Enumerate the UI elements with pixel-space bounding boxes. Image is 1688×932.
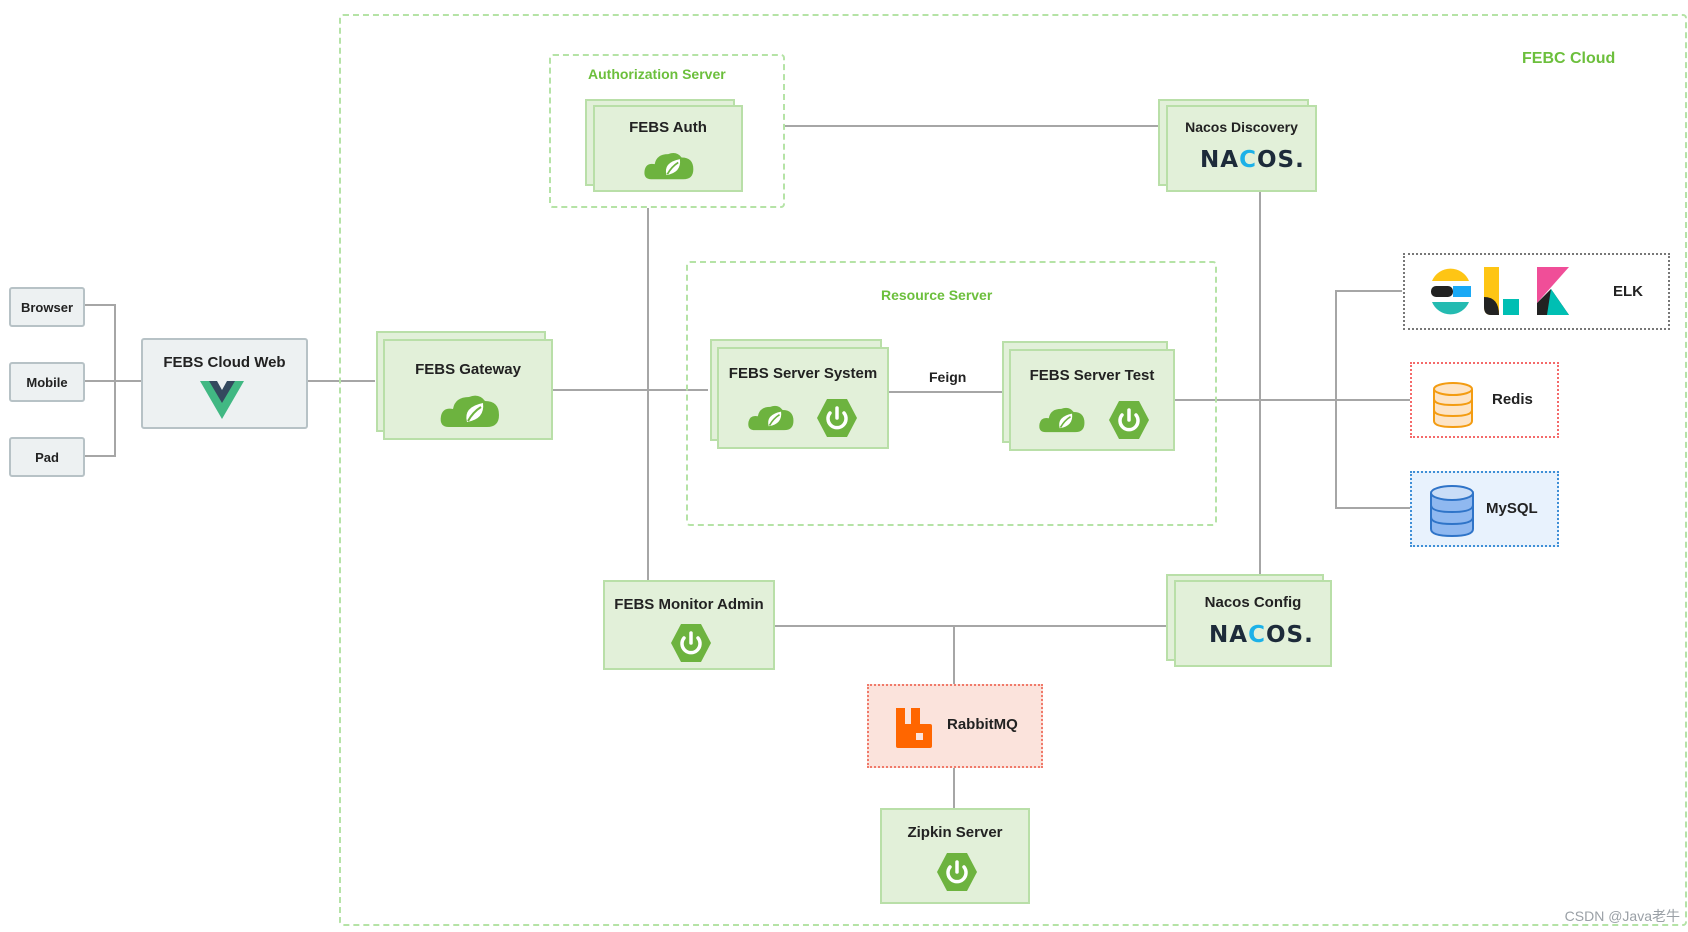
node-febs-cloud-web[interactable]: FEBS Cloud Web — [141, 338, 308, 429]
febc-cloud-title: FEBC Cloud — [1522, 50, 1616, 67]
node-label: Nacos Discovery — [1185, 119, 1298, 135]
client-pad[interactable]: Pad — [9, 437, 85, 477]
elk-label: ELK — [1613, 283, 1643, 300]
spring-cloud-icon — [748, 405, 794, 431]
node-label: Zipkin Server — [907, 824, 1003, 841]
elk-logo-icon — [1431, 267, 1569, 315]
nacos-logo-text: OS. — [1265, 622, 1314, 648]
nacos-logo: NACOS. — [1209, 622, 1314, 648]
mysql-label: MySQL — [1486, 500, 1538, 517]
client-mobile[interactable]: Mobile — [9, 362, 85, 402]
node-febs-monitor-admin[interactable]: FEBS Monitor Admin — [603, 580, 775, 670]
spring-cloud-icon — [1039, 407, 1085, 433]
node-label: FEBS Server System — [728, 365, 878, 382]
node-label: Nacos Config — [1204, 594, 1302, 611]
node-nacos-discovery[interactable]: Nacos Discovery NACOS. — [1166, 105, 1317, 192]
node-febs-server-test[interactable]: FEBS Server Test — [1009, 349, 1175, 451]
nacos-logo-text: NA — [1209, 622, 1249, 648]
spring-boot-power-icon — [1109, 401, 1149, 439]
nacos-logo-text: OS. — [1256, 147, 1305, 173]
rabbitmq-icon — [896, 708, 932, 748]
spring-cloud-icon — [440, 395, 499, 427]
node-label: FEBS Cloud Web — [163, 354, 286, 371]
nacos-logo-text: NA — [1200, 147, 1240, 173]
node-febs-server-system[interactable]: FEBS Server System — [717, 347, 889, 449]
spring-boot-power-icon — [817, 399, 857, 437]
database-icon — [1430, 485, 1474, 538]
resource-server-title: Resource Server — [881, 287, 993, 303]
external-mysql[interactable]: MySQL — [1410, 471, 1559, 547]
database-icon — [1433, 382, 1473, 429]
nacos-logo: NACOS. — [1200, 147, 1305, 173]
redis-label: Redis — [1492, 391, 1533, 408]
client-browser[interactable]: Browser — [9, 287, 85, 327]
node-label: FEBS Auth — [629, 119, 707, 136]
spring-boot-power-icon — [671, 624, 711, 662]
rabbitmq-label: RabbitMQ — [947, 716, 1018, 733]
nacos-logo-c: C — [1239, 147, 1257, 173]
feign-edge-label: Feign — [929, 369, 967, 385]
febc-cloud-group — [339, 14, 1687, 926]
node-label: FEBS Monitor Admin — [614, 596, 764, 613]
external-elk[interactable]: ELK — [1403, 253, 1670, 330]
node-label: FEBS Server Test — [1029, 367, 1155, 384]
node-febs-gateway[interactable]: FEBS Gateway — [383, 339, 553, 440]
node-rabbitmq[interactable]: RabbitMQ — [867, 684, 1043, 768]
watermark: CSDN @Java老牛 — [1564, 908, 1680, 924]
node-nacos-config[interactable]: Nacos Config NACOS. — [1174, 580, 1332, 667]
node-zipkin-server[interactable]: Zipkin Server — [880, 808, 1030, 904]
node-febs-auth[interactable]: FEBS Auth — [593, 105, 743, 192]
nacos-logo-c: C — [1248, 622, 1266, 648]
vue-logo-icon — [200, 381, 244, 419]
authorization-server-group — [549, 54, 785, 208]
spring-cloud-icon — [644, 152, 694, 180]
authorization-server-title: Authorization Server — [588, 66, 726, 82]
external-redis[interactable]: Redis — [1410, 362, 1559, 438]
node-label: FEBS Gateway — [415, 361, 521, 378]
resource-server-group — [686, 261, 1217, 526]
spring-boot-power-icon — [937, 853, 977, 891]
